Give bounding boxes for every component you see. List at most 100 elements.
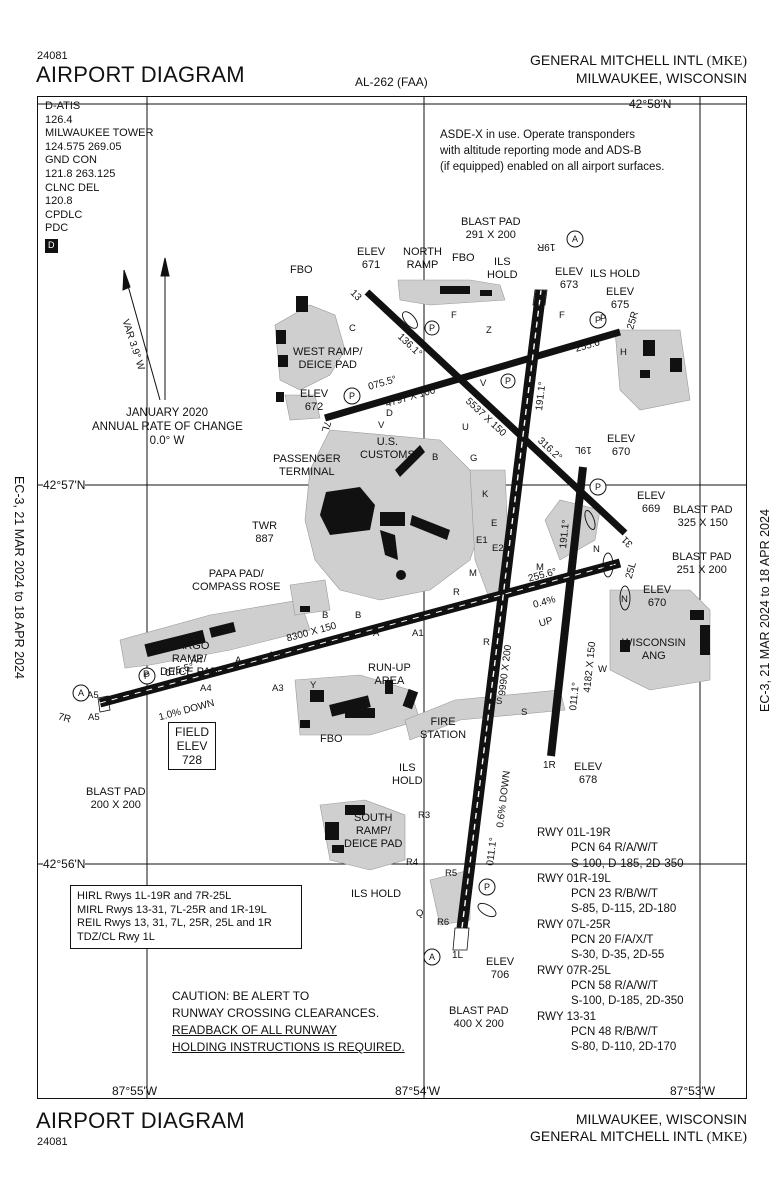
footer-airport: MILWAUKEE, WISCONSIN GENERAL MITCHELL IN… xyxy=(530,1111,747,1146)
taxiway-label: P xyxy=(600,313,607,324)
rwy-19r-label: 19R xyxy=(537,241,556,252)
fbo-northwest: FBO xyxy=(290,264,313,276)
buildings xyxy=(144,286,710,853)
taxiway-label: E xyxy=(491,518,498,529)
pcn-table: RWY 01L-19R PCN 64 R/A/W/T S-100, D-185,… xyxy=(537,827,684,1054)
taxiway-label: F xyxy=(451,310,457,321)
freq-line: PDC xyxy=(45,222,69,235)
taxiway-label: D xyxy=(386,408,393,419)
p-marker: P xyxy=(144,671,150,681)
lon-right-label: 87°53'W xyxy=(670,1084,716,1098)
north-arrow xyxy=(122,257,170,401)
taxiway-label: W xyxy=(598,664,607,675)
airport-name: GENERAL MITCHELL INTL xyxy=(529,52,703,68)
pcn-rwy: RWY 01L-19R xyxy=(537,827,611,839)
pcn-rwy: RWY 07R-25L xyxy=(537,964,611,977)
hot-spots xyxy=(72,230,607,966)
blast-pads xyxy=(97,289,548,951)
datalink-badge: D xyxy=(45,238,58,253)
footer-airport-id: (MKE) xyxy=(706,1130,747,1145)
p-marker: P xyxy=(595,482,601,492)
chart-code: 24081 xyxy=(37,50,68,62)
airport-header: GENERAL MITCHELL INTL (MKE) MILWAUKEE, W… xyxy=(530,52,747,87)
freq-line: D-ATIS xyxy=(45,100,81,112)
p-marker: P xyxy=(349,391,355,401)
taxiway-label: A xyxy=(373,628,380,639)
west-ramp-label: WEST RAMP/DEICE PAD xyxy=(293,346,363,371)
taxiway-label: R5 xyxy=(445,868,458,879)
lighting-notes: HIRL Rwys 1L-19R and 7R-25L MIRL Rwys 13… xyxy=(70,885,302,949)
freq-line: CPDLC xyxy=(45,208,83,221)
freq-line: 121.8 263.125 xyxy=(45,167,116,180)
taxiway-label: M xyxy=(469,568,477,579)
freq-line: 120.8 xyxy=(45,195,73,208)
asde-note: ASDE-X in use. Operate transponders with… xyxy=(440,129,665,173)
taxiway-label: T xyxy=(502,566,508,577)
taxiway-label: G xyxy=(470,453,478,464)
hotspot-a5-top: A xyxy=(572,234,578,244)
taxiway-label: R4 xyxy=(406,857,419,868)
taxiway-label: N xyxy=(621,594,628,605)
lat-bot-label: 42°56'N xyxy=(43,857,86,871)
lat-mid-label: 42°57'N xyxy=(43,478,86,492)
taxiway-label: A3 xyxy=(268,650,280,661)
taxiway-label: A5 xyxy=(88,712,100,723)
footer-title: AIRPORT DIAGRAM xyxy=(36,1108,245,1133)
lat-top-label: 42°58'N xyxy=(629,97,672,111)
hotspot-a5-left: A xyxy=(78,688,84,698)
freq-line: 126.4 xyxy=(45,113,73,126)
taxiway-label: A1 xyxy=(412,628,424,639)
rwy-1r-label: 1R xyxy=(543,760,556,771)
taxiway-label: H xyxy=(620,347,627,358)
taxiway-label: B xyxy=(432,452,439,463)
taxiway-label: Z xyxy=(486,325,492,336)
airport-id: (MKE) xyxy=(706,54,747,69)
taxiway-label: R xyxy=(483,637,490,648)
p-marker: P xyxy=(595,315,601,325)
freq-line: CLNC DEL xyxy=(45,181,100,194)
taxiway-label: A5 xyxy=(87,690,99,701)
taxiway-label: F xyxy=(559,310,565,321)
rwy-1l-label: 1L xyxy=(452,950,464,961)
taxiway-label: R3 xyxy=(418,810,431,821)
frequency-list: D-ATIS 126.4 MILWAUKEE TOWER 124.575 269… xyxy=(45,100,153,253)
freq-line: 124.575 269.05 xyxy=(45,140,122,153)
pcn-rwy: RWY 13-31 xyxy=(537,1010,597,1023)
papa-pad-label: PAPA PAD/COMPASS ROSE xyxy=(192,568,281,593)
taxiway-label: P xyxy=(143,669,150,680)
footer-city: MILWAUKEE, WISCONSIN xyxy=(575,1111,747,1127)
taxiway-label: B xyxy=(322,610,329,621)
taxiway-label: R6 xyxy=(437,917,450,928)
lon-mid-label: 87°54'W xyxy=(395,1084,441,1098)
taxiway-label: A4 xyxy=(200,683,212,694)
fbo-north: FBO xyxy=(452,252,475,264)
taxiway-label: C xyxy=(349,323,356,334)
taxiway-label: Y xyxy=(310,680,317,691)
taxiway-label: A xyxy=(235,655,242,666)
customs-label: U.S.CUSTOMS xyxy=(360,436,415,461)
taxiway-label: E1 xyxy=(476,535,488,546)
taxiway-label: A4 xyxy=(191,655,203,666)
footer-code: 24081 xyxy=(37,1136,68,1148)
taxiway-label: A3 xyxy=(272,683,284,694)
taxiway-label: R xyxy=(453,587,460,598)
